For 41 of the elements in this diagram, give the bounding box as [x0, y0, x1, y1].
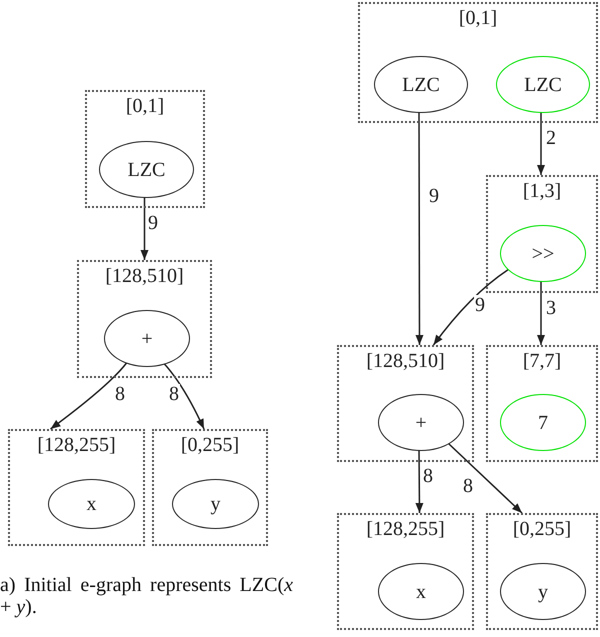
dotted-cluster — [486, 175, 598, 293]
range-label: [0,1] — [124, 94, 166, 118]
range-label: [0,255] — [180, 433, 240, 457]
range-label: [0,255] — [512, 517, 572, 541]
arrow — [537, 111, 545, 175]
ellipse-node: LZC — [99, 141, 194, 198]
ellipse-node: x — [48, 479, 135, 529]
dotted-cluster — [8, 429, 145, 546]
dotted-cluster — [85, 90, 205, 208]
ellipse-node: LZC — [374, 56, 468, 113]
range-label: [128,255] — [365, 517, 446, 541]
ellipse-node: + — [378, 394, 464, 451]
dotted-cluster — [486, 345, 598, 462]
dotted-cluster — [358, 2, 598, 123]
arrow — [537, 280, 545, 345]
caption: a) Initial e-graph represents LZC(x + y). — [0, 574, 293, 618]
ellipse-node: x — [378, 563, 464, 620]
dotted-cluster — [77, 260, 212, 378]
ellipse-node: 7 — [500, 394, 586, 451]
dotted-cluster — [152, 429, 268, 546]
arrow — [415, 449, 424, 513]
ellipse-node: + — [104, 310, 190, 367]
range-label: [7,7] — [522, 349, 562, 373]
ellipse-node: LZC — [496, 56, 590, 113]
arrow — [446, 442, 523, 514]
range-label: [128,510] — [104, 264, 185, 288]
arrow — [415, 111, 424, 345]
range-label: [128,510] — [365, 349, 446, 373]
arrow — [162, 362, 205, 430]
ellipse-node: y — [172, 479, 259, 529]
arrow — [432, 269, 508, 346]
ellipse-node: y — [500, 563, 586, 620]
ellipse-node: >> — [500, 225, 586, 282]
dotted-cluster — [337, 345, 474, 462]
arrow — [140, 196, 148, 260]
range-label: [128,255] — [36, 433, 117, 457]
dotted-cluster — [337, 513, 474, 630]
arrow — [50, 362, 128, 430]
range-label: [0,1] — [458, 6, 498, 30]
dotted-cluster — [486, 513, 598, 630]
range-label: [1,3] — [522, 179, 562, 203]
